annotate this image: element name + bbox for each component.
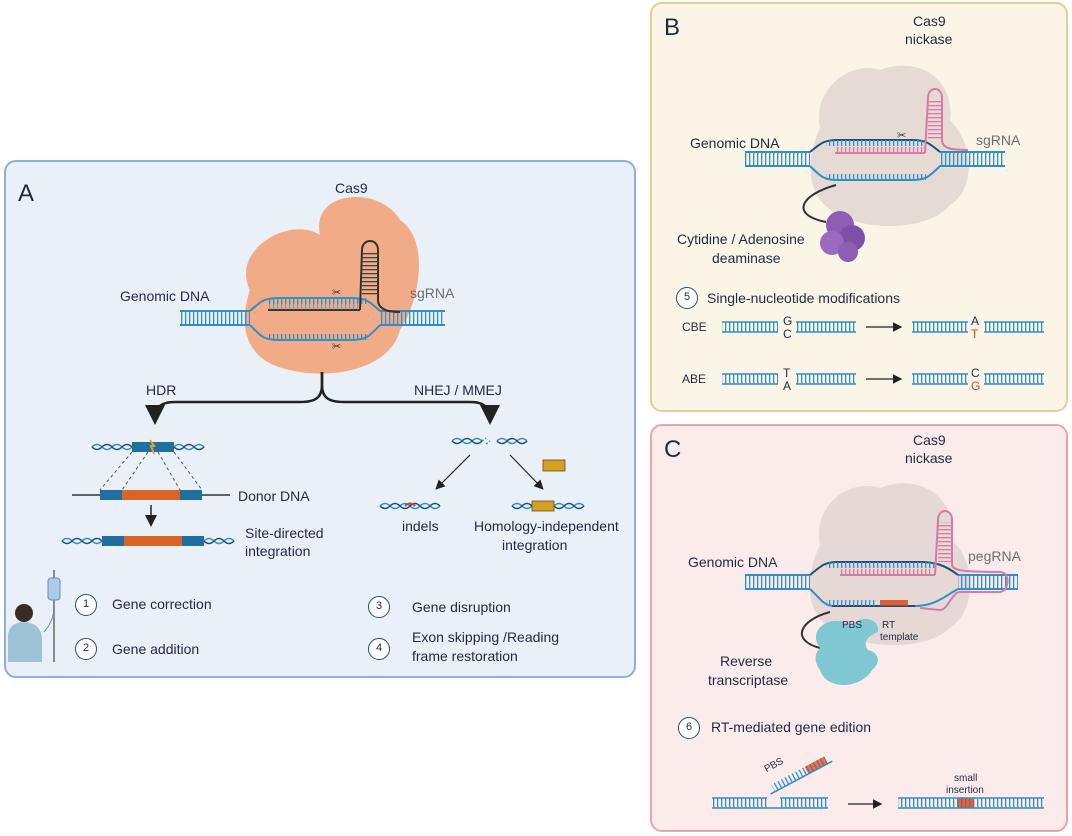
gene-disruption-label: Gene disruption: [412, 599, 511, 615]
cbe-after-bottom: T: [971, 327, 979, 341]
genomic-dna-right: [380, 311, 445, 325]
exon-skipping-label-1: Exon skipping /Reading: [412, 629, 560, 645]
pegrna-label: pegRNA: [968, 548, 1021, 564]
patient-iv-illustration: [8, 570, 61, 662]
item-number-6: 6: [678, 717, 700, 739]
small-insertion-label-1: small: [954, 773, 978, 784]
cbe-label: CBE: [682, 320, 707, 334]
panel-b-graphics: ✂: [722, 65, 1044, 385]
hdr-label: HDR: [146, 382, 177, 398]
homology-independent-label-2: integration: [502, 537, 568, 553]
abe-before-bottom: A: [783, 379, 792, 393]
abe-before-top: T: [783, 366, 791, 380]
cbe-before-top: G: [783, 314, 793, 328]
site-directed-label-1: Site-directed: [245, 525, 324, 541]
donor-dna-label: Donor DNA: [238, 488, 310, 504]
item-number-1: 1: [75, 594, 97, 616]
genomic-dna-left: [180, 311, 250, 325]
panel-letter-c: C: [664, 436, 682, 463]
sgrna-label-b: sgRNA: [976, 132, 1021, 148]
cbe-after-top: A: [971, 314, 980, 328]
item-number-5: 5: [676, 287, 698, 309]
deaminase-label-1: Cytidine / Adenosine: [677, 231, 805, 247]
homology-independent-label-1: Homology-independent: [474, 518, 619, 534]
abe-label: ABE: [682, 372, 707, 386]
panel-letter-a: A: [18, 180, 35, 207]
rt-template-label-1: RT: [882, 620, 896, 631]
small-insertion-label-2: insertion: [946, 785, 984, 796]
gene-addition-label: Gene addition: [112, 641, 200, 657]
cas9-nickase-label-2: nickase: [905, 31, 953, 47]
abe-after-bottom: G: [971, 379, 981, 393]
pbs-label: PBS: [842, 620, 863, 631]
site-directed-label-2: integration: [245, 543, 311, 559]
item-number-4: 4: [368, 638, 390, 660]
cas9-label: Cas9: [335, 180, 368, 196]
rt-mediated-label: RT-mediated gene edition: [711, 719, 872, 735]
panel-c-graphics: [712, 483, 1044, 809]
reverse-transcriptase-label-2: transcriptase: [708, 672, 789, 688]
panel-letter-b: B: [664, 14, 681, 41]
reverse-transcriptase-protein: [815, 618, 879, 685]
sgrna-hairpin: [359, 240, 401, 313]
genomic-dna-label-c: Genomic DNA: [688, 554, 778, 570]
genomic-dna-label: Genomic DNA: [120, 288, 210, 304]
scissors-icon: ✂: [332, 286, 341, 299]
cas9-nickase-label-c-2: nickase: [905, 450, 953, 466]
indels-label: indels: [402, 518, 439, 534]
scissors-icon: ✂: [332, 340, 341, 353]
sgrna-label: sgRNA: [410, 285, 455, 301]
panel-a-graphics: ✂ ✂: [8, 197, 585, 662]
deaminase-label-2: deaminase: [712, 250, 781, 266]
item-number-3: 3: [368, 596, 390, 618]
abe-after-top: C: [971, 366, 980, 380]
exon-skipping-label-2: frame restoration: [412, 648, 518, 664]
cbe-before-bottom: C: [783, 327, 792, 341]
genomic-dna-label-b: Genomic DNA: [690, 135, 780, 151]
reverse-transcriptase-label-1: Reverse: [720, 653, 773, 669]
scissors-icon: ✂: [897, 129, 906, 142]
deaminase-protein: [820, 211, 865, 262]
cas9-nickase-label-c-1: Cas9: [913, 432, 946, 448]
gene-correction-label: Gene correction: [112, 596, 212, 612]
rt-template-label-2: template: [880, 632, 919, 643]
cas9-nickase-label-1: Cas9: [913, 13, 946, 29]
nhej-mmej-label: NHEJ / MMEJ: [414, 382, 502, 398]
donor-dna: [100, 490, 122, 500]
single-nucleotide-label: Single-nucleotide modifications: [707, 290, 900, 306]
item-number-2: 2: [75, 638, 97, 660]
